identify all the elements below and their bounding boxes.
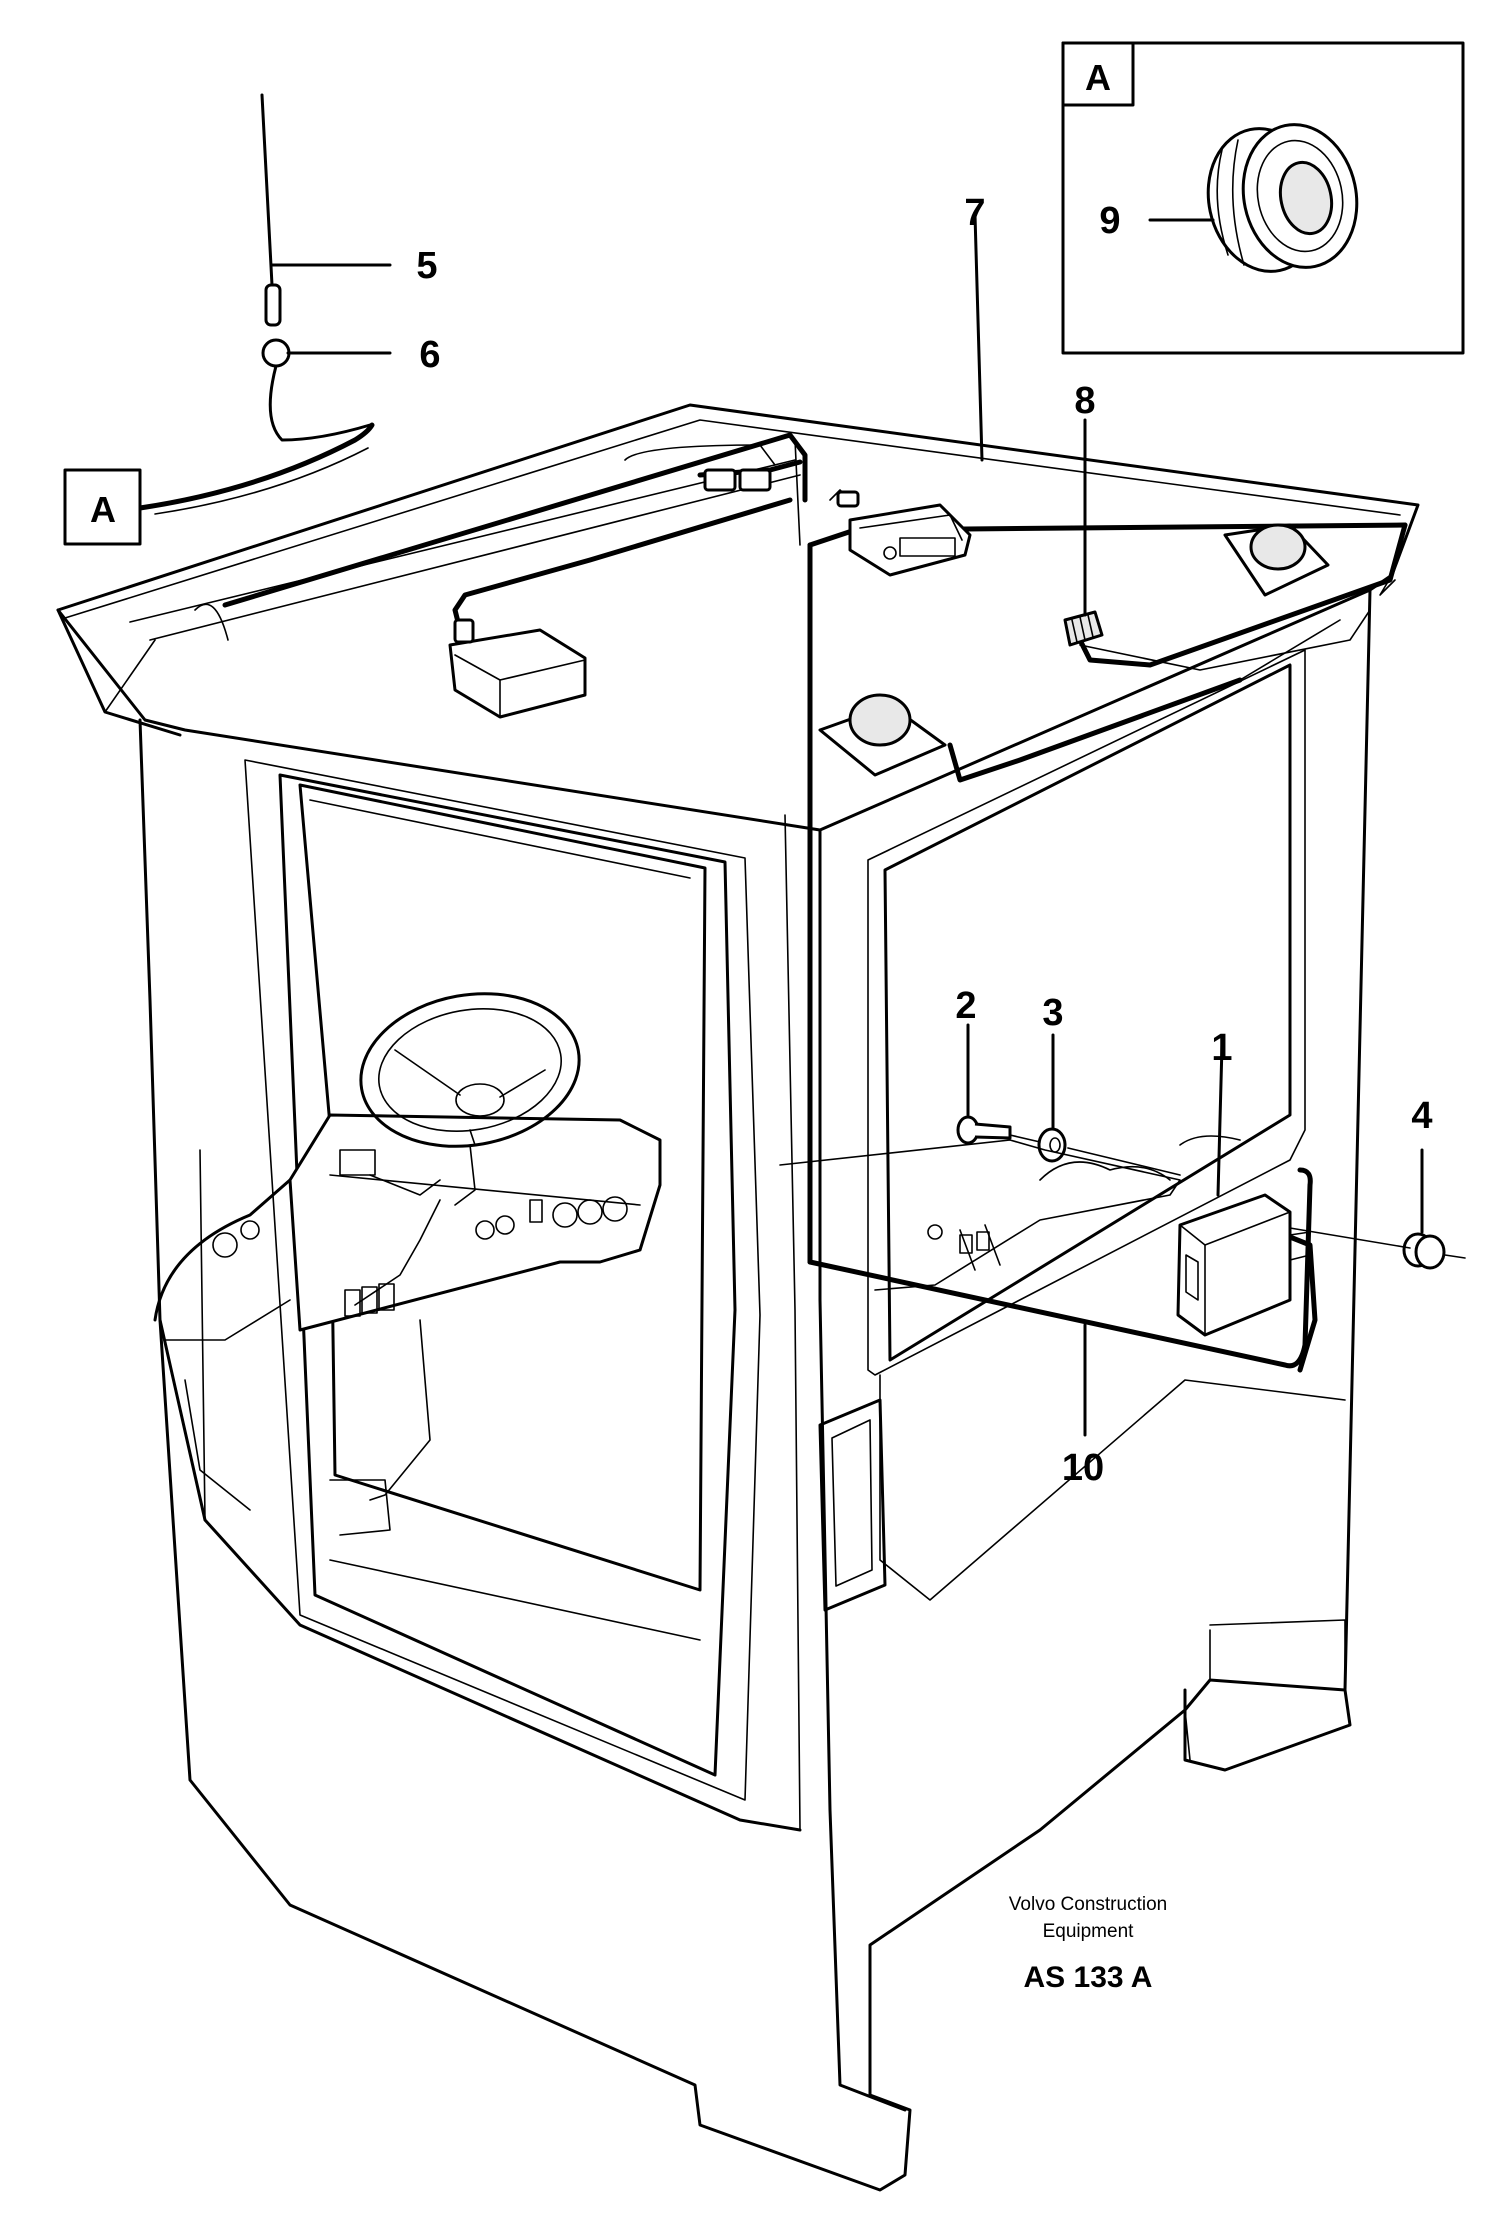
- antenna-tag-label: A: [90, 489, 116, 530]
- callout-8: 8: [1074, 380, 1095, 422]
- callout-4: 4: [1411, 1095, 1432, 1137]
- callout-10: 10: [1062, 1447, 1104, 1489]
- radio-unit-icon: [836, 490, 972, 577]
- screw-icon: [956, 1115, 1012, 1145]
- speaker-box-left: [448, 618, 587, 719]
- callout-3: 3: [1042, 992, 1063, 1034]
- callout-5: 5: [416, 245, 437, 287]
- callout-2: 2: [955, 985, 976, 1027]
- control-unit-icon: [1176, 1193, 1311, 1337]
- grommet-icon: [1206, 123, 1359, 273]
- detail-frame: [1061, 41, 1465, 355]
- callout-leaders: [966, 213, 1424, 1437]
- washer-icon: [1037, 1127, 1067, 1163]
- steering-wheel-icon: [359, 992, 581, 1206]
- speaker-right-rear-icon: [1223, 523, 1330, 597]
- credit-line-1: Volvo Construction: [1009, 1894, 1167, 1915]
- callout-1: 1: [1211, 1027, 1232, 1069]
- callout-9: 9: [1099, 200, 1120, 242]
- detail-tag-label: A: [1085, 57, 1111, 98]
- nut-icon: [1402, 1232, 1446, 1270]
- callout-7: 7: [964, 192, 985, 234]
- callout-6: 6: [419, 334, 440, 376]
- speaker-front-icon: [818, 693, 947, 777]
- cab-roof: [56, 403, 1420, 832]
- instrument-panel-lower: [779, 1135, 1241, 1291]
- roof-connector: [703, 468, 772, 492]
- antenna-icon: [260, 93, 392, 442]
- credit-line-2: Equipment: [1043, 1921, 1135, 1942]
- antenna-tag-frame: [63, 468, 142, 546]
- dashboard: [288, 1113, 662, 1536]
- mounting-axis-line: [1009, 1134, 1466, 1259]
- figure-code: AS 133 A: [1024, 1961, 1153, 1994]
- cab-body: [138, 588, 1372, 2192]
- detail-tag-frame: [1061, 41, 1135, 107]
- wiring-harness: [222, 432, 1408, 1373]
- detail-box-a: A 9: [1061, 41, 1465, 355]
- antenna-cable: [137, 422, 375, 511]
